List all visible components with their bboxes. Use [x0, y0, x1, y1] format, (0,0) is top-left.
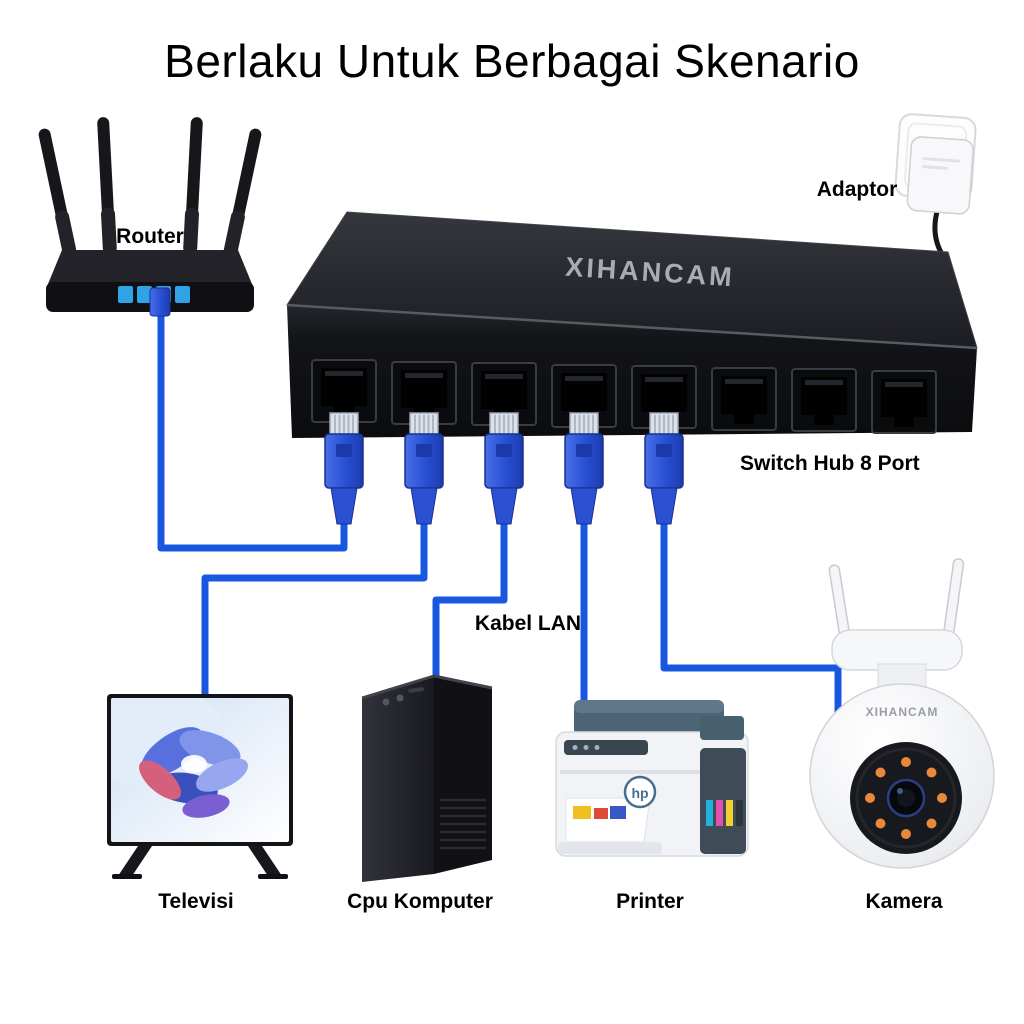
ink-window-black: [736, 800, 743, 826]
labels: Router Adaptor Switch Hub 8 Port Kabel L…: [116, 178, 943, 913]
router-antenna: [38, 128, 77, 257]
lan-plug: [404, 412, 444, 525]
cpu-illustration: [361, 674, 493, 882]
adaptor-illustration: [894, 113, 977, 267]
printer-control-panel: [564, 740, 648, 755]
camera-illustration: XIHANCAM: [809, 558, 995, 869]
lan-plugs: [324, 412, 684, 525]
rj45-port: [791, 368, 857, 432]
tv-foot: [112, 874, 142, 879]
camera-lens-highlight: [897, 788, 903, 794]
flower-petal: [182, 794, 230, 818]
lan-cables: [157, 308, 842, 718]
flower-petal: [139, 760, 181, 800]
ink-window-magenta: [716, 800, 723, 826]
paper-print-block: [594, 808, 608, 819]
cable-switch-to-cpu: [432, 516, 508, 698]
lan-plug: [484, 412, 524, 525]
printer-logo: [623, 775, 657, 809]
paper-print-block: [610, 806, 626, 819]
rj45-port: [311, 359, 377, 423]
camera-brand: XIHANCAM: [866, 705, 939, 719]
camera-label: Kamera: [865, 890, 942, 913]
lan-plug: [644, 412, 684, 525]
router-antenna: [97, 117, 117, 255]
adaptor-label: Adaptor: [817, 178, 898, 201]
cable-label: Kabel LAN: [475, 612, 581, 635]
printer-lid-top: [574, 700, 724, 713]
router-plug: [149, 287, 171, 317]
cpu-side-panel: [434, 676, 492, 874]
tv-leg: [248, 846, 282, 876]
power-adapter-body: [906, 136, 974, 215]
tv-screen-art: [111, 698, 248, 818]
router-antenna: [223, 128, 262, 257]
adapter-sticker-line: [922, 157, 961, 163]
router-label: Router: [116, 225, 184, 248]
printer-label: Printer: [616, 890, 684, 913]
cpu-io-button: [396, 694, 404, 702]
camera-ir-leds: [865, 757, 947, 839]
router-top-face: [48, 250, 252, 284]
cpu-label: Cpu Komputer: [347, 890, 493, 913]
router-illustration: [38, 117, 262, 317]
printer-logo-text: hp: [631, 785, 648, 801]
ink-window-cyan: [706, 800, 713, 826]
printer-back-riser: [700, 716, 744, 740]
switch-label: Switch Hub 8 Port: [740, 452, 920, 475]
cpu-io-slot: [408, 687, 424, 693]
router-antenna: [183, 117, 203, 255]
page-title: Berlaku Untuk Berbagai Skenario: [164, 35, 860, 87]
rj45-port: [631, 365, 697, 429]
flower-center: [181, 755, 207, 773]
adapter-sticker-line: [921, 165, 948, 170]
cpu-io-button: [382, 698, 390, 706]
printer-illustration: hp: [555, 700, 749, 857]
printer-panel-button: [572, 745, 578, 750]
cpu-top-edge: [361, 674, 493, 700]
cable-router-to-switch: [157, 308, 348, 552]
cable-switch-to-tv: [201, 516, 428, 706]
lan-plug: [564, 412, 604, 525]
ink-window-yellow: [726, 800, 733, 826]
printer-panel-button: [583, 745, 589, 750]
cpu-front-strip: [395, 756, 399, 816]
switch-hub-illustration: XIHANCAM: [286, 211, 978, 438]
router-antennas: [38, 117, 262, 257]
cable-switch-to-camera: [660, 516, 842, 718]
tv-label: Televisi: [158, 890, 234, 913]
switch-edge-highlight: [286, 303, 978, 350]
printer-seam: [560, 770, 744, 774]
paper-print-block: [573, 806, 591, 819]
camera-face-ring: [855, 747, 957, 849]
tv-illustration: [107, 694, 293, 879]
rj45-port: [871, 370, 937, 434]
printer-panel-button: [594, 745, 600, 750]
rj45-port: [711, 367, 777, 431]
printer-tray: [558, 842, 662, 854]
tv-foot: [258, 874, 288, 879]
tv-leg: [118, 846, 152, 876]
ethernet-ports: [311, 359, 937, 434]
lan-plug: [324, 412, 364, 525]
flower-petal: [196, 758, 248, 792]
cpu-vents: [440, 798, 486, 850]
